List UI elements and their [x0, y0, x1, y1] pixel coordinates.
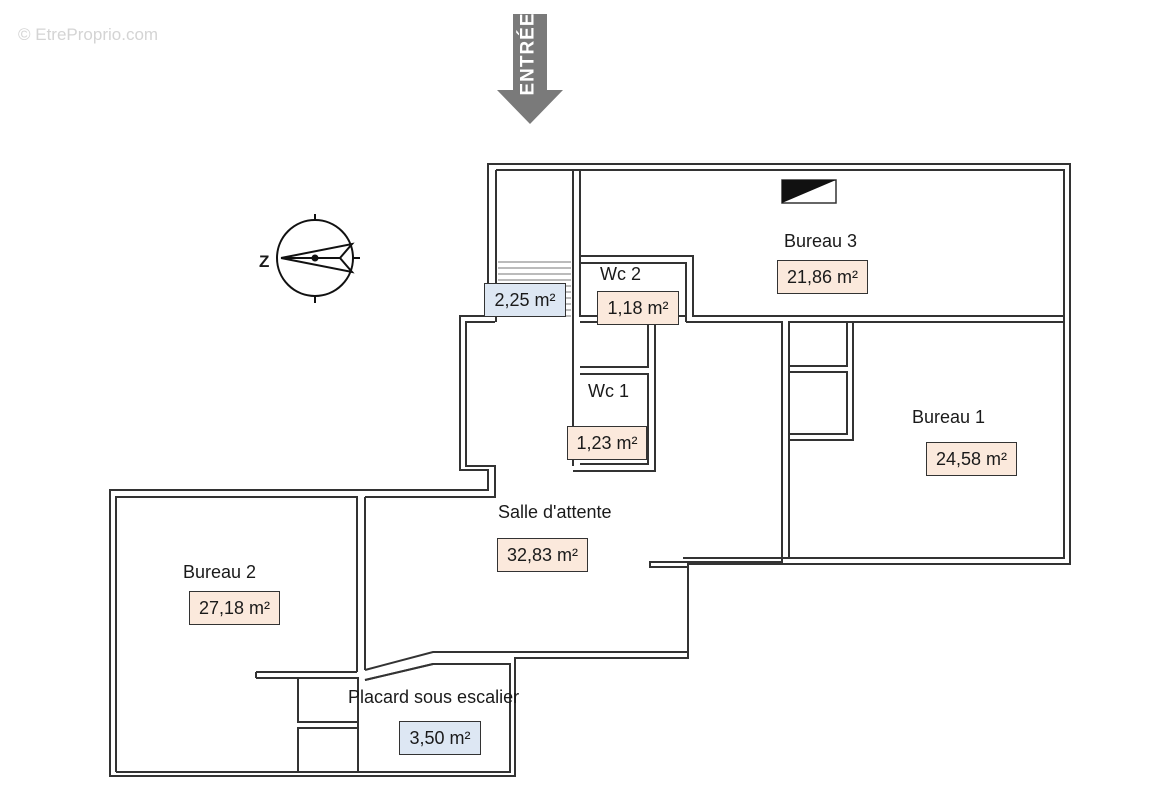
bureau3-area: 21,86 m²	[777, 260, 868, 294]
bureau2-area: 27,18 m²	[189, 591, 280, 625]
entrance-label: ENTRÉE	[518, 12, 540, 96]
entrance-arrow	[497, 14, 563, 124]
closet-a	[297, 677, 359, 723]
closet-b	[297, 727, 359, 773]
bureau1-area: 24,58 m²	[926, 442, 1017, 476]
bureau1-closet-bottom	[788, 371, 848, 435]
compass-icon	[276, 214, 360, 303]
placard-name: Placard sous escalier	[348, 687, 520, 707]
compass-north-label: Z	[259, 252, 270, 271]
bureau2-name: Bureau 2	[183, 562, 257, 582]
outer-wall	[109, 163, 1071, 777]
wc2-name: Wc 2	[600, 264, 642, 284]
salle-name: Salle d'attente	[498, 502, 612, 522]
bureau3-name: Bureau 3	[784, 231, 858, 251]
bureau1-name: Bureau 1	[912, 407, 986, 427]
outer-wall-inner	[115, 169, 1065, 773]
placard-wall	[364, 651, 688, 681]
watermark: © EtreProprio.com	[18, 25, 159, 44]
salle-area: 32,83 m²	[497, 538, 588, 572]
bureau1-closet-top	[788, 321, 848, 367]
wc1-name: Wc 1	[588, 381, 630, 401]
placard-area: 3,50 m²	[399, 721, 481, 755]
wc2-area: 1,18 m²	[597, 291, 679, 325]
bureau2-wall	[356, 497, 366, 672]
stair-area: 2,25 m²	[484, 283, 566, 317]
bureau3-wall	[580, 255, 1064, 322]
wc1-area: 1,23 m²	[567, 426, 647, 460]
